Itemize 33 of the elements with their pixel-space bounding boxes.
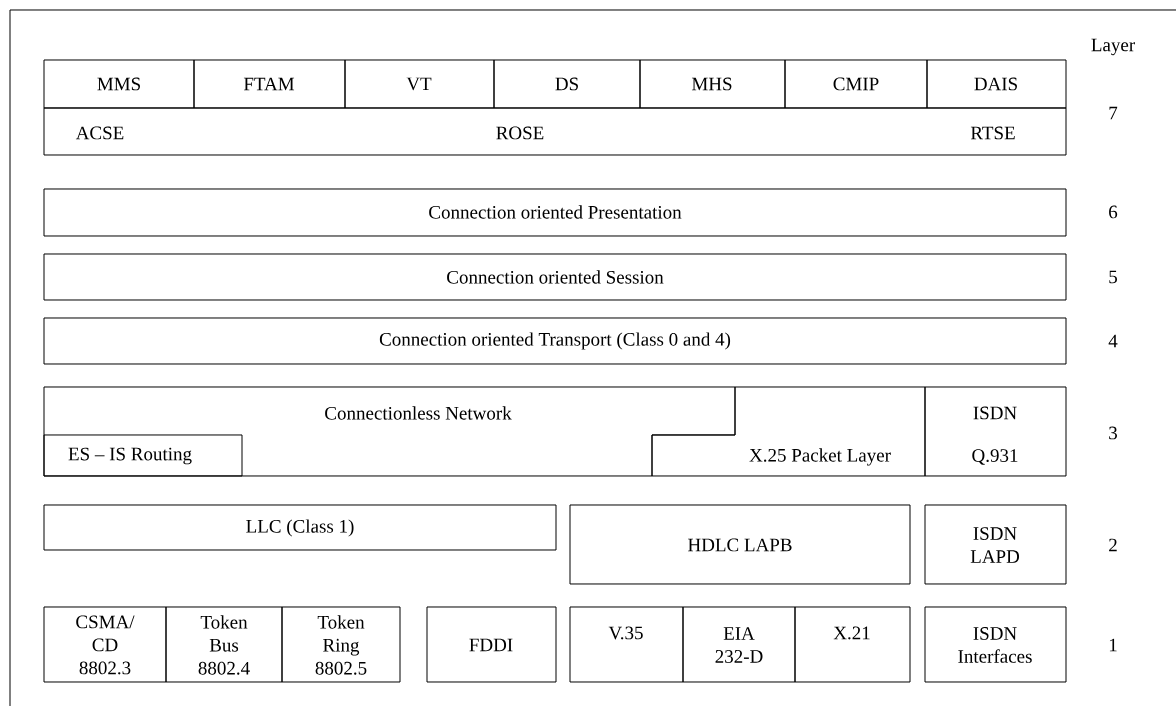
layer-number: 1: [1109, 638, 1117, 652]
interface-cell: Token Ring 8802.5: [281, 606, 401, 683]
layer-heading: Layer: [1091, 38, 1135, 56]
protocol-box: ISDN LAPD: [924, 504, 1067, 585]
layer-number: 7: [1109, 106, 1118, 120]
application-cell: VT: [344, 59, 495, 109]
application-cell: MHS: [639, 59, 786, 109]
interface-cell: ISDN Interfaces: [924, 606, 1067, 683]
interface-cell: Token Bus 8802.4: [165, 606, 283, 683]
application-cell: FTAM: [193, 59, 346, 109]
layer-bar: Connection oriented Session: [43, 253, 1067, 301]
interface-cell: V.35: [569, 606, 684, 683]
application-cell: MMS: [43, 59, 195, 109]
protocol-box: LLC (Class 1): [43, 504, 557, 551]
protocol-box: HDLC LAPB: [569, 504, 911, 585]
application-cell: DAIS: [926, 59, 1067, 109]
layer-bar: Connection oriented Presentation: [43, 188, 1067, 237]
application-cell: CMIP: [784, 59, 928, 109]
interface-cell: FDDI: [426, 606, 557, 683]
application-cell: DS: [493, 59, 641, 109]
interface-cell: X.21: [794, 606, 911, 683]
protocol-box: ISDN Q.931: [924, 386, 1067, 477]
protocol-box: ES – IS Routing: [43, 434, 243, 477]
layer-number: 4: [1108, 334, 1118, 348]
network-region: X.25 Packet Layer: [651, 386, 926, 477]
service-bar: ACSE ROSE RTSE: [43, 107, 1067, 156]
layer-number: 3: [1109, 426, 1117, 440]
interface-cell: EIA 232-D: [682, 606, 796, 683]
layer-number: 2: [1109, 538, 1117, 552]
layer-bar: Connection oriented Transport (Class 0 and 4): [43, 317, 1067, 365]
interface-cell: CSMA/ CD 8802.3: [43, 606, 167, 683]
layer-number: 6: [1109, 205, 1118, 219]
layer-number: 5: [1109, 270, 1117, 284]
